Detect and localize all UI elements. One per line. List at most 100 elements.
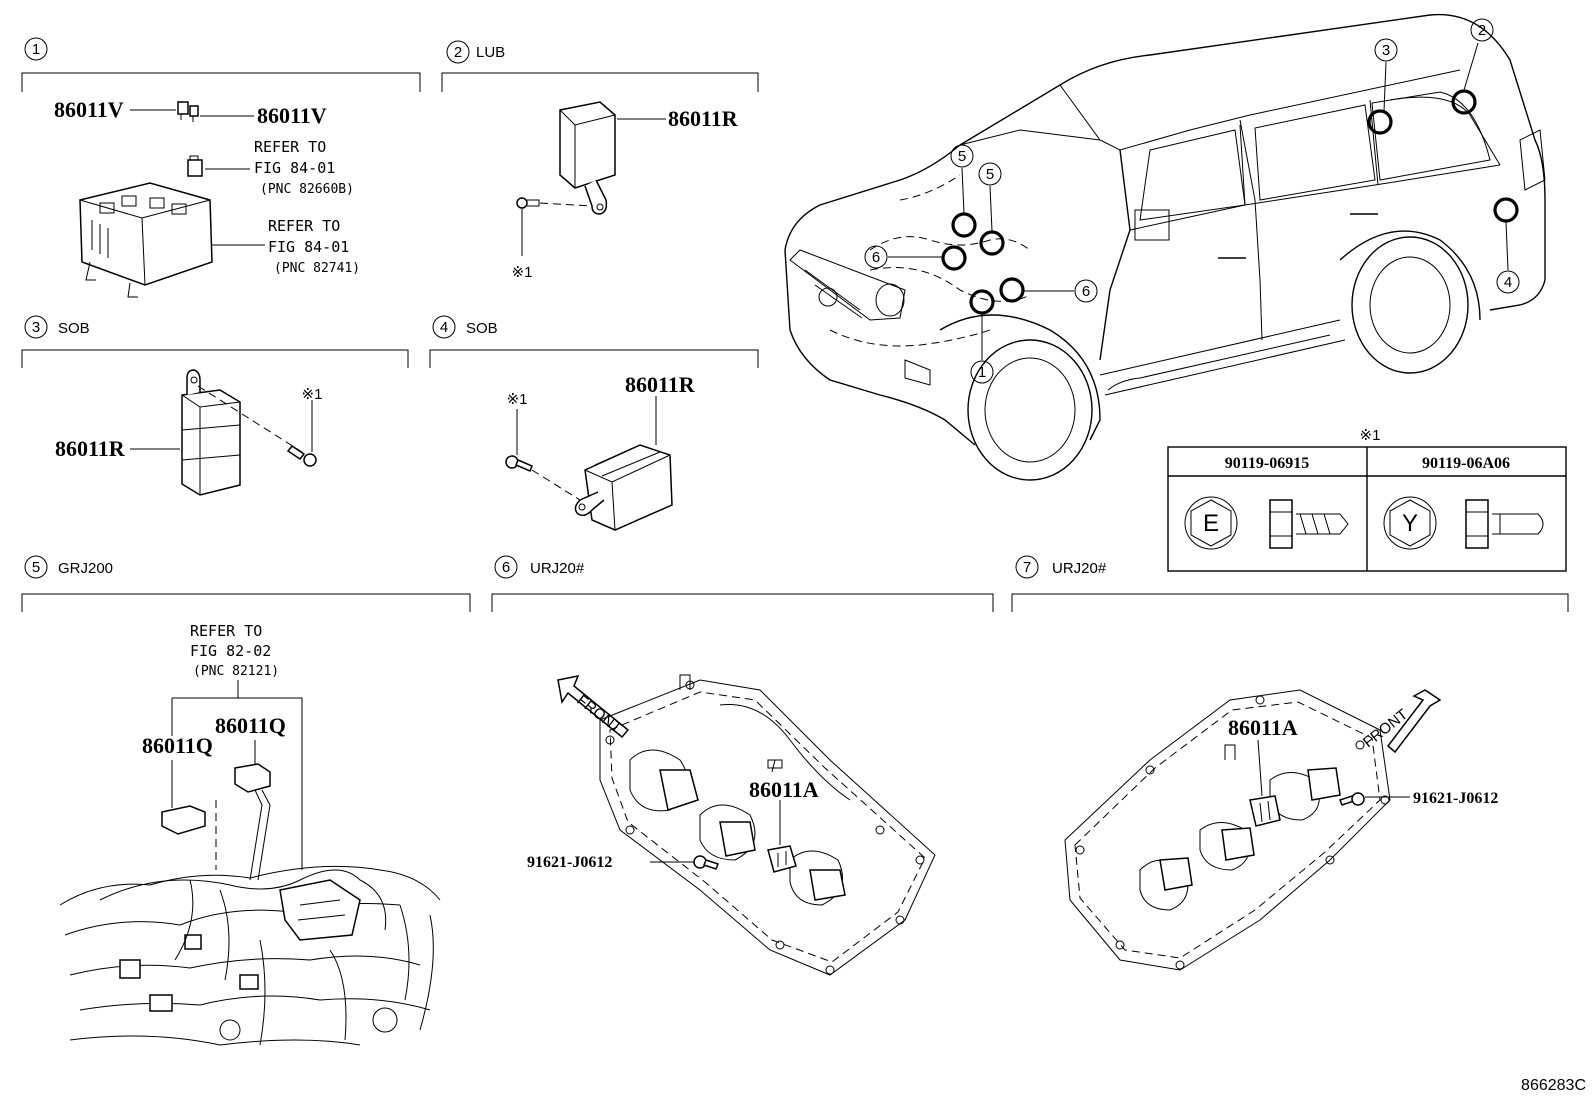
section-7-bracket [1011,593,1569,612]
valve-cover-right [1064,689,1391,971]
part-label-86011r-lub: 86011R [668,106,739,131]
section-6-header: 6 URJ20# [491,555,994,612]
part-label-86011q-upper: 86011Q [215,713,286,738]
bolt-icon-lub [516,197,540,209]
section-7-header: 7 URJ20# [1011,555,1569,612]
part-label-91621-right: 91621-J0612 [1413,790,1498,807]
section-4-header: 4 SOB [429,315,759,368]
section-2-header: 2 LUB [441,40,759,92]
part-label-86011a-left: 86011A [749,777,819,802]
section-6-bracket [491,593,994,612]
section-3-header: 3 SOB [21,315,409,368]
bolt-part-no-1: 90119-06915 [1225,455,1309,472]
bolt-icon-91621-right [1339,792,1365,806]
bolt-icon-sob-a [286,444,317,467]
sensor-86011r-icon-sob-a [181,369,241,496]
section-3-number: 3 [32,319,40,336]
valve-cover-left [599,674,936,976]
note-mark-sob-b: ※1 [507,391,528,408]
vehicle-callout-4: 4 [1504,274,1512,291]
note-mark-lub: ※1 [512,264,533,281]
section-7-number: 7 [1023,559,1031,576]
section-2-label: LUB [476,44,505,61]
section-5-number: 5 [32,559,40,576]
part-label-86011a-right: 86011A [1228,715,1298,740]
section-1-illustration: 86011V 86011V REFER TO FIG 84-01 (PNC 82… [54,97,360,298]
section-5-bracket [21,593,471,612]
relay-block-icon [79,182,213,298]
bolt-table: ※1 90119-06915 90119-06A06 E Y [1167,427,1567,572]
section-6-illustration: FRONT 86011A 91621-J0612 [527,674,936,976]
diagram-id: 866283C [1521,1077,1586,1094]
section-1-header: 1 [21,37,421,92]
front-arrow-right: FRONT [1360,689,1442,754]
sensor-86011q-icon-upper [234,763,271,881]
sensor-86011r-icon-sob-b [574,444,673,531]
bolt-side-y-icon [1465,499,1544,549]
sensor-86011q-icon-lower [161,805,206,835]
vehicle-callout-6: 6 [1082,283,1090,300]
part-label-86011r-sob-b: 86011R [625,372,696,397]
vehicle-callouts: 2 3 4 5 5 6 6 1 [864,18,1520,384]
section-1-number: 1 [32,41,40,58]
section-5-label: GRJ200 [58,560,113,577]
pnc-82660b-label: (PNC 82660B) [260,182,354,197]
section-7-label: URJ20# [1052,560,1107,577]
section-4-label: SOB [466,320,498,337]
fig-84-01-label-b: FIG 84-01 [268,238,349,256]
vehicle-callout-7: 6 [872,249,880,266]
vehicle-illustration [784,13,1546,481]
refer-to-label-b: REFER TO [268,217,340,235]
section-3-illustration: 86011R ※1 [55,369,323,496]
bolt-side-e-icon [1269,499,1349,549]
part-label-86011q-lower: 86011Q [142,733,213,758]
bolt-table-note: ※1 [1360,427,1381,444]
relay-icon [177,101,199,122]
part-label-86011v-right: 86011V [257,103,327,128]
vehicle-callout-2: 2 [1478,22,1486,39]
section-3-label: SOB [58,320,90,337]
vehicle-callout-5a: 5 [958,148,966,165]
part-label-91621-left: 91621-J0612 [527,854,612,871]
bolt-part-no-2: 90119-06A06 [1422,455,1510,472]
vehicle-callout-3: 3 [1382,42,1390,59]
front-label-left: FRONT [574,692,625,737]
sensor-86011a-icon-left [767,845,797,873]
section-3-bracket [21,349,409,368]
section-5-illustration: REFER TO FIG 82-02 (PNC 82121) 86011Q 86… [59,622,441,1046]
refer-to-label-a: REFER TO [254,138,326,156]
section-6-number: 6 [502,559,510,576]
note-mark-sob-a: ※1 [302,386,323,403]
front-arrow-left: FRONT [557,674,630,739]
sensor-86011a-icon-right [1249,795,1281,827]
section-2-illustration: 86011R ※1 [512,101,739,281]
section-4-bracket [429,349,759,368]
bolt-mark-y: Y [1402,510,1418,537]
vehicle-callout-5b: 5 [986,166,994,183]
part-label-86011r-sob-a: 86011R [55,436,126,461]
vehicle-callout-1: 1 [978,364,986,381]
fig-82-02-label: FIG 82-02 [190,642,271,660]
bolt-icon-sob-b [505,455,533,472]
bolt-icon-91621-left [693,855,719,870]
section-2-number: 2 [454,44,462,61]
fig-84-01-label-a: FIG 84-01 [254,159,335,177]
engine-harness-illustration [59,865,441,1046]
bolt-mark-e: E [1203,510,1219,537]
bolt-head-e-icon: E [1184,496,1238,550]
part-label-86011v-left: 86011V [54,97,124,122]
bolt-head-y-icon: Y [1383,496,1437,550]
section-6-label: URJ20# [530,560,585,577]
section-2-bracket [441,72,759,92]
refer-to-label-c: REFER TO [190,622,262,640]
relay-small-icon [187,155,203,177]
section-4-illustration: 86011R ※1 [505,372,696,531]
section-4-number: 4 [440,319,448,336]
sensor-86011r-icon-lub [559,101,616,215]
section-7-illustration: FRONT 86011A 91621-J0 [1064,689,1498,971]
section-5-header: 5 GRJ200 [21,555,471,612]
pnc-82741-label: (PNC 82741) [274,261,360,276]
section-1-bracket [21,72,421,92]
pnc-82121-label: (PNC 82121) [193,664,279,679]
